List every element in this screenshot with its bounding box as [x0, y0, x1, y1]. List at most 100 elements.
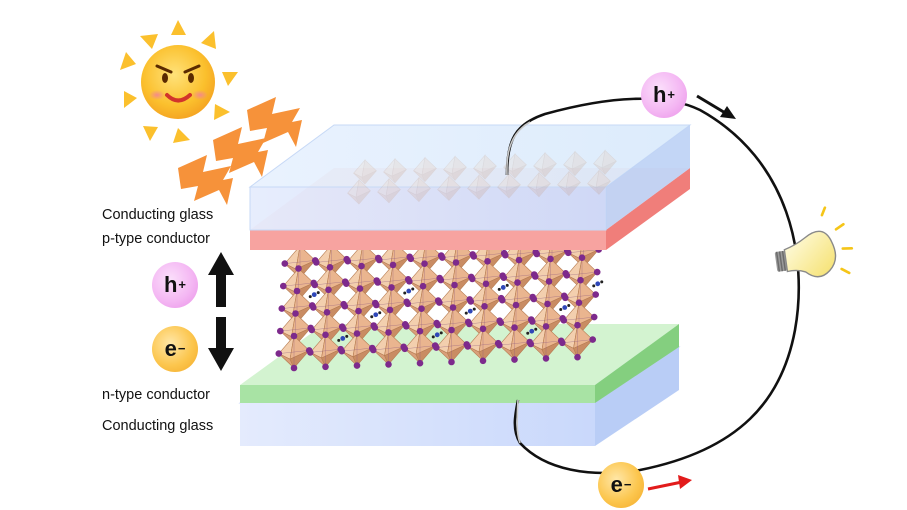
halide-atom — [281, 260, 289, 267]
cation-atom — [434, 332, 440, 338]
electron-bubble-left: e− — [152, 326, 198, 372]
electron-charge: − — [623, 477, 632, 492]
halide-atom — [469, 275, 476, 283]
octahedron — [527, 171, 551, 198]
halide-atom — [449, 304, 457, 311]
halide-atom — [451, 281, 458, 289]
cation-atom — [526, 331, 530, 335]
halide-atom — [295, 265, 302, 272]
cation-atom — [406, 288, 412, 294]
cation-atom — [340, 336, 346, 341]
halide-atom — [313, 259, 320, 266]
halide-atom — [532, 273, 539, 280]
label-n-type-conductor: n-type conductor — [102, 387, 211, 403]
octahedron — [533, 151, 557, 178]
halide-atom — [293, 287, 301, 295]
halide-atom — [344, 257, 352, 265]
cation-atom — [500, 285, 506, 290]
halide-atom — [479, 325, 487, 333]
halide-atom — [500, 274, 508, 282]
halide-atom — [511, 324, 518, 331]
halide-atom — [530, 295, 538, 303]
halide-atom — [590, 313, 598, 321]
electron-charge: − — [177, 341, 186, 356]
halide-atom — [467, 298, 475, 305]
electron-symbol: e — [610, 472, 623, 497]
electron-symbol: e — [164, 336, 177, 361]
halide-atom — [386, 306, 394, 314]
halide-atom — [421, 260, 428, 268]
cation-atom — [497, 287, 501, 291]
halide-atom — [311, 281, 319, 289]
cation-atom — [316, 291, 320, 295]
halide-atom — [452, 259, 460, 266]
halide-atom — [448, 326, 455, 334]
octahedron — [413, 156, 437, 183]
halide-atom — [547, 255, 554, 263]
halide-atom — [308, 326, 316, 334]
crystal-reflection — [347, 149, 617, 205]
sun-icon — [120, 20, 238, 143]
octahedron — [383, 157, 407, 184]
cation-atom — [559, 308, 563, 312]
halide-atom — [385, 361, 392, 368]
halide-atom — [356, 285, 364, 292]
halide-atom — [502, 251, 509, 259]
halide-atom — [560, 317, 568, 324]
halide-atom — [593, 268, 601, 276]
halide-atom — [542, 355, 550, 362]
halide-atom — [340, 325, 347, 333]
cation-atom — [562, 305, 568, 310]
octahedron — [496, 324, 533, 363]
halide-atom — [497, 319, 505, 327]
halide-atom — [433, 344, 440, 351]
halide-atom — [385, 329, 392, 336]
octahedron — [338, 330, 376, 369]
label-top-conducting-glass: Conducting glass — [102, 207, 214, 223]
halide-atom — [406, 278, 413, 285]
hole-symbol: h — [652, 82, 667, 107]
octahedron — [437, 175, 461, 201]
perovskite-crystal — [275, 231, 604, 372]
halide-atom — [403, 323, 410, 330]
hole-flow-arrow — [696, 94, 736, 119]
halide-atom — [322, 363, 329, 371]
halide-atom — [355, 307, 362, 315]
halide-atom — [434, 321, 442, 329]
cation-atom — [378, 311, 382, 315]
halide-atom — [370, 346, 377, 354]
halide-atom — [466, 320, 473, 328]
halide-atom — [418, 305, 425, 313]
octahedron — [527, 323, 565, 362]
halide-atom — [512, 301, 520, 309]
halide-atom — [559, 339, 566, 347]
halide-atom — [353, 362, 361, 369]
cation-atom — [411, 287, 415, 291]
halide-atom — [278, 305, 286, 312]
hole-symbol: h — [163, 272, 178, 297]
octahedron — [464, 325, 502, 365]
halide-atom — [353, 330, 361, 337]
cation-atom — [345, 334, 349, 338]
octahedron — [467, 174, 491, 200]
halide-atom — [326, 264, 334, 271]
halide-atom — [338, 347, 346, 355]
cation-atom — [534, 327, 538, 331]
halide-atom — [310, 304, 317, 311]
octahedron — [497, 172, 521, 199]
halide-atom — [470, 253, 478, 260]
halide-atom — [275, 350, 283, 357]
halide-atom — [341, 302, 349, 310]
cation-atom — [529, 328, 535, 334]
halide-atom — [544, 300, 551, 308]
cation-atom — [439, 331, 443, 335]
octahedron — [407, 176, 431, 203]
cation-atom — [505, 283, 509, 287]
cation-atom — [373, 312, 379, 318]
halide-atom — [542, 323, 550, 330]
cation-atom — [370, 315, 374, 319]
halide-atom — [436, 299, 443, 306]
halide-atom — [574, 353, 581, 361]
